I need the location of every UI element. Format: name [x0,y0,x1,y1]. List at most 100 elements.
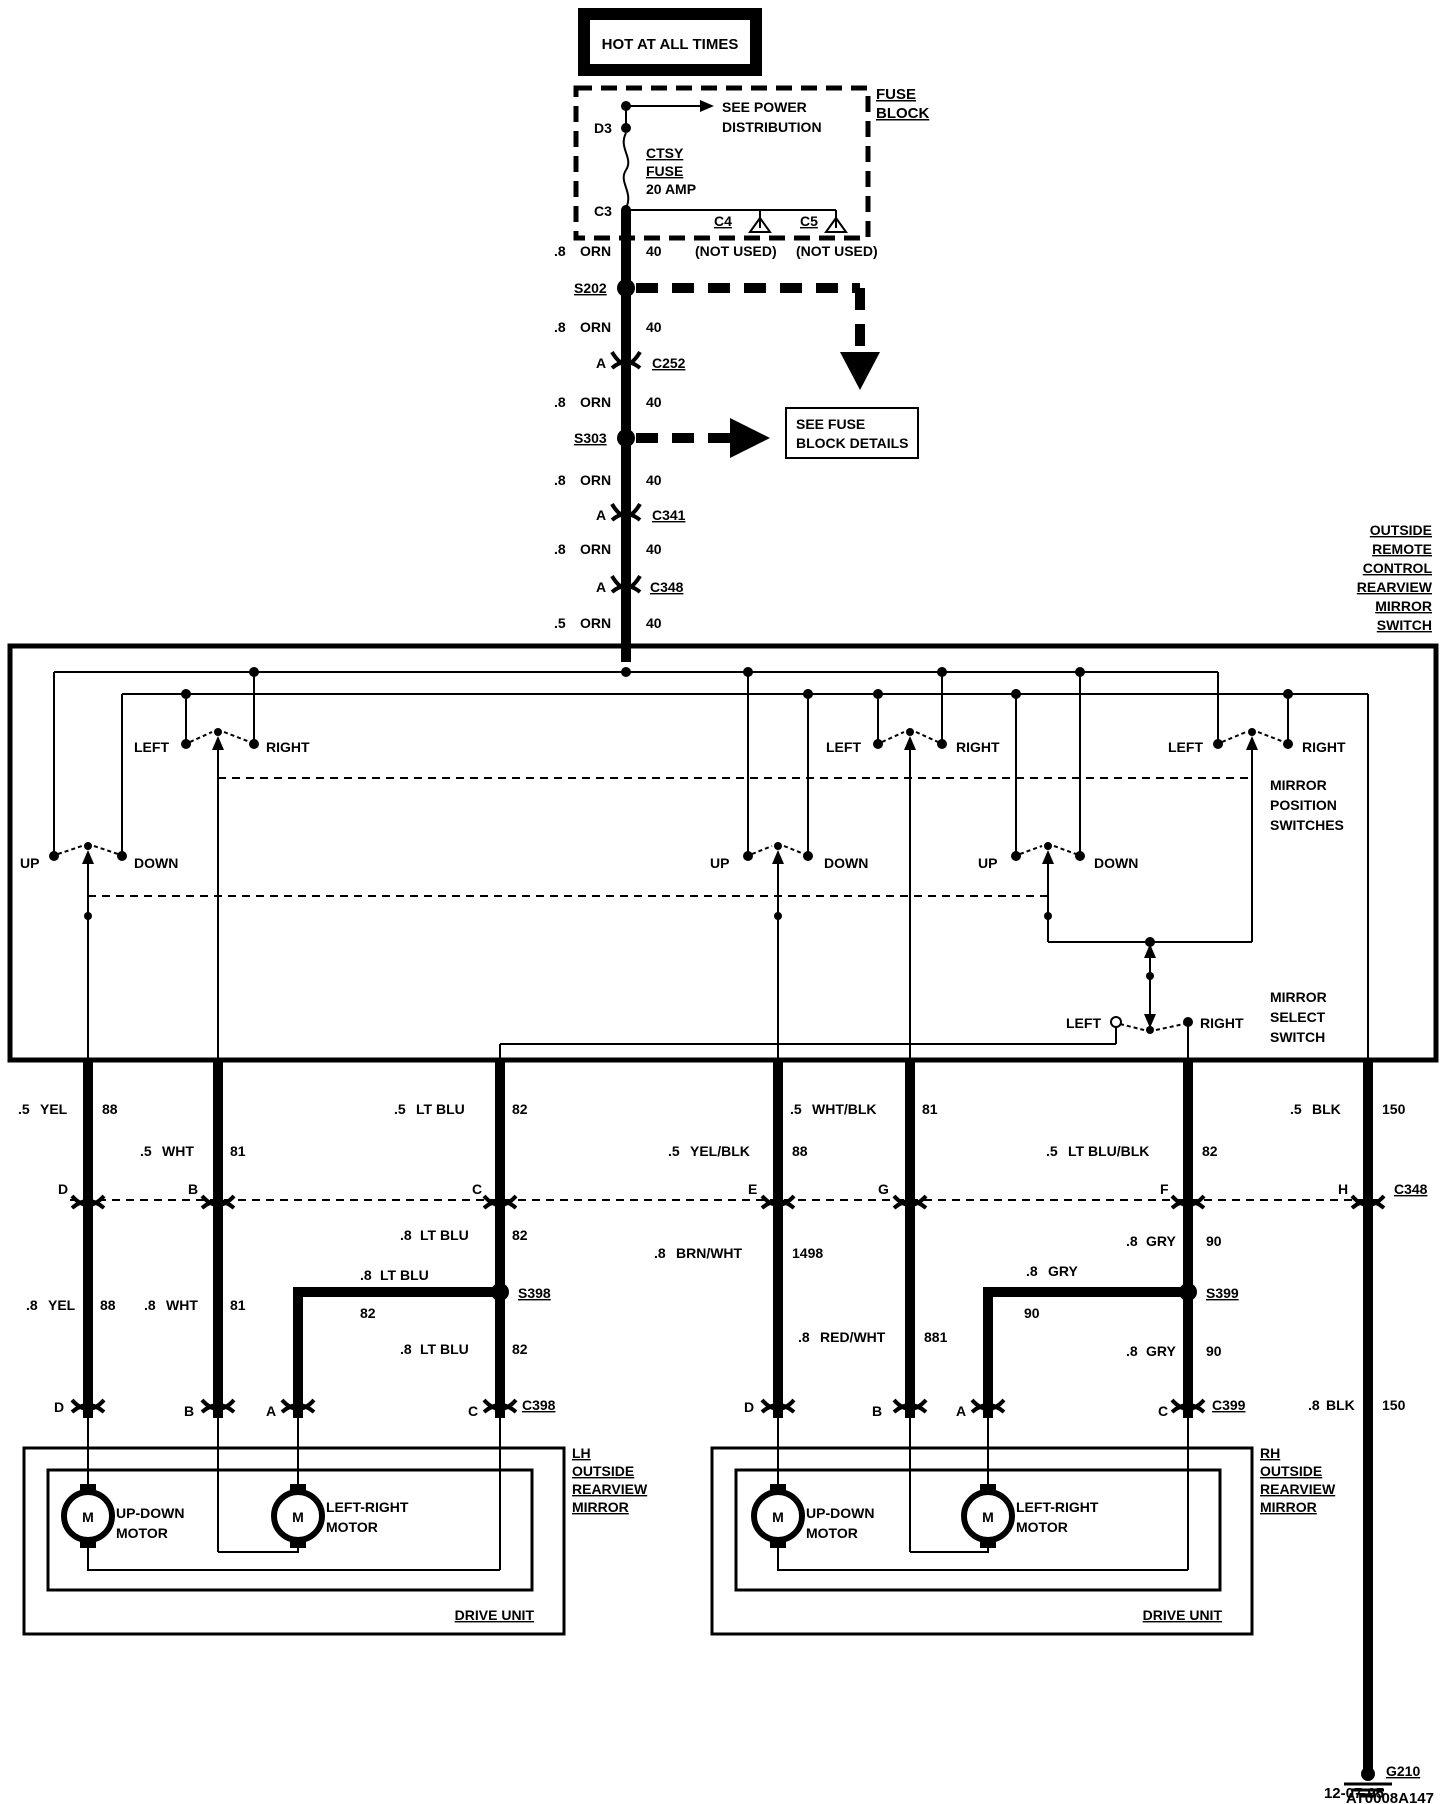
svg-text:REMOTE: REMOTE [1372,541,1432,557]
lw-ltblu-b-size: .8 [360,1267,372,1283]
svg-text:M: M [982,1509,994,1525]
uw-5-circuit: 82 [1202,1143,1218,1159]
c399-label: C399 [1212,1397,1246,1413]
lh-up-down-motor: M UP-DOWN MOTOR [61,1484,184,1548]
uw-3-size: .5 [668,1143,680,1159]
c252-pin: A [596,355,606,371]
feed-wire-color-3: ORN [580,394,611,410]
select-switch-3: SWITCH [1270,1029,1325,1045]
feed-wire-color-5: ORN [580,541,611,557]
select-left-label: LEFT [1066,1015,1101,1031]
lw-gry-c-circuit: 90 [1206,1343,1222,1359]
lh-mirror: LH OUTSIDE REARVIEW MIRROR DRIVE UNIT M … [22,1418,648,1636]
c252-label: C252 [652,355,686,371]
lw-wht-size: .8 [144,1297,156,1313]
c398-pin-d: D [54,1399,64,1415]
svg-text:MOTOR: MOTOR [1016,1519,1068,1535]
uw-4-color: WHT/BLK [812,1101,877,1117]
lw-brnwht-circuit: 1498 [792,1245,823,1261]
fuse-label-1: CTSY [646,145,684,161]
feed-wire-size-2: .8 [554,319,566,335]
select-switch-1: MIRROR [1270,989,1327,1005]
uw-5-color: LT BLU/BLK [1068,1143,1149,1159]
c341-pin: A [596,507,606,523]
see-fuse-2: BLOCK DETAILS [796,435,909,451]
lw-gry-b-color: GRY [1048,1263,1078,1279]
harness: D B C E G F H C348 .5 YEL 88 .5 WHT 81 .… [18,1060,1428,1770]
lw-ltblu-a-color: LT BLU [420,1227,469,1243]
c348-pin-d: D [58,1181,68,1197]
sel-down-label: DOWN [1094,855,1138,871]
svg-text:M: M [292,1509,304,1525]
lw-yel-color: YEL [48,1297,76,1313]
mirror-switch-assembly: OUTSIDE REMOTE CONTROL REARVIEW MIRROR S… [7,522,1439,1063]
select-right-label: RIGHT [1200,1015,1244,1031]
lw-brnwht-color: BRN/WHT [676,1245,743,1261]
lw-ltblu-a-circuit: 82 [512,1227,528,1243]
rh-down-label: DOWN [824,855,868,871]
s202-label: S202 [574,280,607,296]
s303-label: S303 [574,430,607,446]
pin-d3: D3 [594,120,612,136]
uw-6-circuit: 150 [1382,1101,1406,1117]
lw-yel-size: .8 [26,1297,38,1313]
lh-title-1: LH [572,1445,591,1461]
feed-wire-circuit-3: 40 [646,394,662,410]
lh-left-right-motor: M LEFT-RIGHT MOTOR [271,1484,409,1548]
lw-ltblu-b-circuit: 82 [360,1305,376,1321]
uw-5-size: .5 [1046,1143,1058,1159]
rh-title-4: MIRROR [1260,1499,1317,1515]
lw-gry-b-size: .8 [1026,1263,1038,1279]
uw-1-circuit: 81 [230,1143,246,1159]
svg-text:M: M [772,1509,784,1525]
c348-pin-b: B [188,1181,198,1197]
footer-code: AT0008A147 [1346,1790,1434,1804]
c348-pin-e: E [748,1181,757,1197]
feed-wire-circuit-6: 40 [646,615,662,631]
fuse-block: FUSE BLOCK D3 SEE POWER DISTRIBUTION C3 … [573,85,929,259]
c348-feed-pin: A [596,579,606,595]
feed-wire-circuit-4: 40 [646,472,662,488]
svg-text:MIRROR: MIRROR [1375,598,1432,614]
svg-text:MOTOR: MOTOR [116,1525,168,1541]
c348-connectors [70,1194,1386,1210]
feed-wire-color-2: ORN [580,319,611,335]
rh-left-right-motor: M LEFT-RIGHT MOTOR [961,1484,1099,1548]
uw-2-size: .5 [394,1101,406,1117]
fuse-label-2: FUSE [646,163,683,179]
lw-gry-c-color: GRY [1146,1343,1176,1359]
uw-0-size: .5 [18,1101,30,1117]
c4-not-used: (NOT USED) [695,243,777,259]
lw-gry-a-size: .8 [1126,1233,1138,1249]
lw-ground-size: .8 [1308,1397,1320,1413]
hot-at-all-times-box: HOT AT ALL TIMES [578,8,762,76]
c398-pin-b: B [184,1403,194,1419]
lw-gry-a-circuit: 90 [1206,1233,1222,1249]
feed-wire-size-1: .8 [554,243,566,259]
sel-left-label: LEFT [1168,739,1203,755]
rh-up-label: UP [710,855,729,871]
feed-wire-size-6: .5 [554,615,566,631]
uw-6-color: BLK [1312,1101,1341,1117]
c398-connectors [70,1398,518,1414]
feed-wire-color-6: ORN [580,615,611,631]
feed-wire-size-4: .8 [554,472,566,488]
svg-text:LEFT-RIGHT: LEFT-RIGHT [326,1499,409,1515]
c398-label: C398 [522,1397,556,1413]
feed-wire-color-4: ORN [580,472,611,488]
lw-gry-b-circuit: 90 [1024,1305,1040,1321]
see-power-1: SEE POWER [722,99,807,115]
feed-wire-color-1: ORN [580,243,611,259]
svg-text:UP-DOWN: UP-DOWN [806,1505,874,1521]
s399-label: S399 [1206,1285,1239,1301]
lw-ltblu-b-color: LT BLU [380,1267,429,1283]
rh-right-label: RIGHT [956,739,1000,755]
lh-title-4: MIRROR [572,1499,629,1515]
lh-title-2: OUTSIDE [572,1463,634,1479]
c399-connectors [760,1398,1206,1414]
svg-text:UP-DOWN: UP-DOWN [116,1505,184,1521]
position-switches-3: SWITCHES [1270,817,1344,833]
select-switch-2: SELECT [1270,1009,1326,1025]
svg-text:OUTSIDE: OUTSIDE [1370,522,1432,538]
lw-redwht-color: RED/WHT [820,1329,886,1345]
